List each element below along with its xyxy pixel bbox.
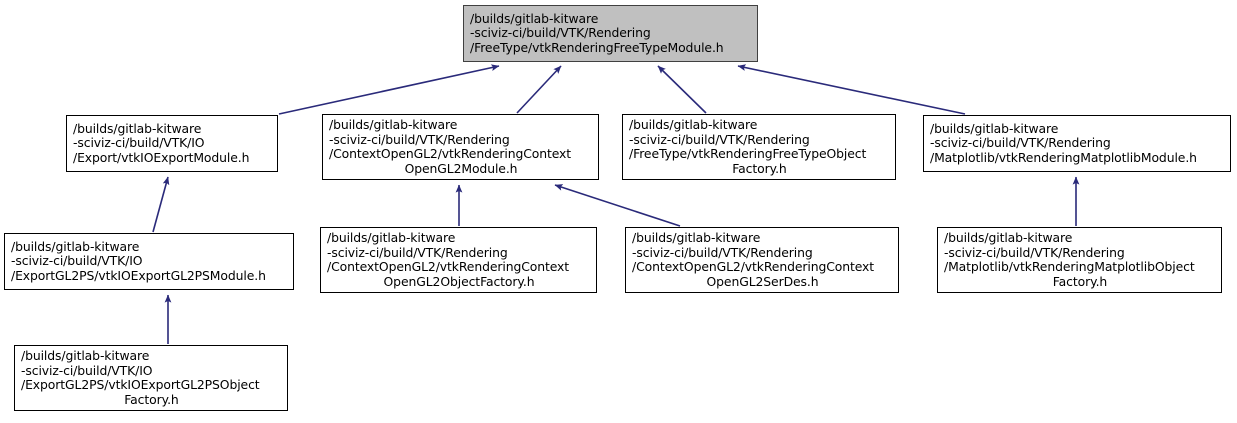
graph-node-vtkrenderingcontextopengl2serdes[interactable]: /builds/gitlab-kitware-sciviz-ci/build/V… [625, 227, 899, 293]
graph-node-vtkrenderingfreetypeobjectfactory[interactable]: /builds/gitlab-kitware-sciviz-ci/build/V… [622, 114, 896, 180]
node-label-line: /builds/gitlab-kitware [632, 230, 761, 245]
edge-vtkRenderingContextOpenGL2SerDes-to-vtkRenderingContextOpenGL2Module [554, 184, 681, 227]
node-label-line: Factory.h [124, 391, 179, 407]
node-label-line: /builds/gitlab-kitware [21, 348, 150, 363]
node-label-line: /builds/gitlab-kitware [329, 117, 458, 132]
node-label-line: -sciviz-ci/build/VTK/Rendering [327, 244, 508, 260]
node-label-line: /builds/gitlab-kitware [629, 117, 758, 132]
edge-vtkIOExportModule-to-vtkRenderingFreeTypeModule [278, 64, 500, 115]
graph-node-vtkrenderingcontextopengl2objectfactory[interactable]: /builds/gitlab-kitware-sciviz-ci/build/V… [320, 227, 597, 293]
node-label-line: /builds/gitlab-kitware [73, 120, 202, 136]
node-label-line: -sciviz-ci/build/VTK/Rendering [930, 135, 1111, 151]
graph-node-vtkrenderingcontextopengl2module[interactable]: /builds/gitlab-kitware-sciviz-ci/build/V… [322, 114, 599, 180]
edge-vtkRenderingContextOpenGL2Module-to-vtkRenderingFreeTypeModule [516, 65, 562, 114]
node-label-line: -sciviz-ci/build/VTK/Rendering [470, 25, 651, 41]
edge-vtkRenderingFreeTypeObjectFactory-to-vtkRenderingFreeTypeModule [657, 65, 707, 114]
graph-node-vtkrenderingmatplotlibobjectfactory[interactable]: /builds/gitlab-kitware-sciviz-ci/build/V… [937, 227, 1222, 293]
node-label-line: /builds/gitlab-kitware [470, 10, 599, 26]
node-label-line: /FreeType/vtkRenderingFreeTypeObject [629, 146, 867, 161]
node-label-line: /FreeType/vtkRenderingFreeTypeModule.h [470, 39, 724, 55]
node-label-line: /builds/gitlab-kitware [944, 230, 1073, 245]
node-label-line: -sciviz-ci/build/VTK/Rendering [329, 131, 510, 147]
node-label-line: OpenGL2ObjectFactory.h [383, 273, 535, 289]
edge-vtkIOExportGL2PSModule-to-vtkIOExportModule [152, 176, 170, 233]
edge-vtkRenderingMatplotlibModule-to-vtkRenderingFreeTypeModule [737, 64, 966, 115]
node-label-line: -sciviz-ci/build/VTK/IO [11, 253, 143, 269]
node-label-line: /ContextOpenGL2/vtkRenderingContext [327, 259, 570, 274]
node-label-line: -sciviz-ci/build/VTK/Rendering [629, 131, 810, 147]
node-label-line: /builds/gitlab-kitware [327, 230, 456, 245]
node-label-line: OpenGL2Module.h [404, 160, 518, 176]
node-label-line: /ContextOpenGL2/vtkRenderingContext [329, 146, 572, 161]
node-label-line: /builds/gitlab-kitware [11, 238, 140, 254]
node-label-line: Factory.h [1052, 273, 1108, 289]
node-label-line: /builds/gitlab-kitware [930, 120, 1059, 136]
node-label-line: /ExportGL2PS/vtkIOExportGL2PSObject [21, 377, 260, 392]
node-label-line: OpenGL2SerDes.h [706, 273, 819, 289]
node-label-line: -sciviz-ci/build/VTK/Rendering [944, 244, 1125, 260]
node-label-line: /ExportGL2PS/vtkIOExportGL2PSModule.h [11, 267, 266, 283]
node-label-line: /Export/vtkIOExportModule.h [73, 149, 250, 165]
node-label-line: /ContextOpenGL2/vtkRenderingContext [632, 259, 875, 274]
node-label-line: -sciviz-ci/build/VTK/IO [21, 362, 153, 378]
graph-node-vtkioexportgl2psobjectfactory[interactable]: /builds/gitlab-kitware-sciviz-ci/build/V… [14, 345, 288, 411]
node-label-line: Factory.h [732, 160, 787, 176]
node-label-line: /Matplotlib/vtkRenderingMatplotlibModule… [930, 149, 1197, 165]
graph-node-vtkrenderingmatplotlibmodule[interactable]: /builds/gitlab-kitware-sciviz-ci/build/V… [923, 115, 1231, 172]
node-label-line: /Matplotlib/vtkRenderingMatplotlibObject [944, 259, 1195, 274]
node-label-line: -sciviz-ci/build/VTK/Rendering [632, 244, 813, 260]
graph-node-vtkioexportmodule[interactable]: /builds/gitlab-kitware-sciviz-ci/build/V… [66, 115, 278, 172]
graph-node-vtkrenderingfreetypemodule[interactable]: /builds/gitlab-kitware-sciviz-ci/build/V… [463, 5, 758, 62]
node-label-line: -sciviz-ci/build/VTK/IO [73, 135, 205, 151]
graph-node-vtkioexportgl2psmodule[interactable]: /builds/gitlab-kitware-sciviz-ci/build/V… [4, 233, 294, 290]
